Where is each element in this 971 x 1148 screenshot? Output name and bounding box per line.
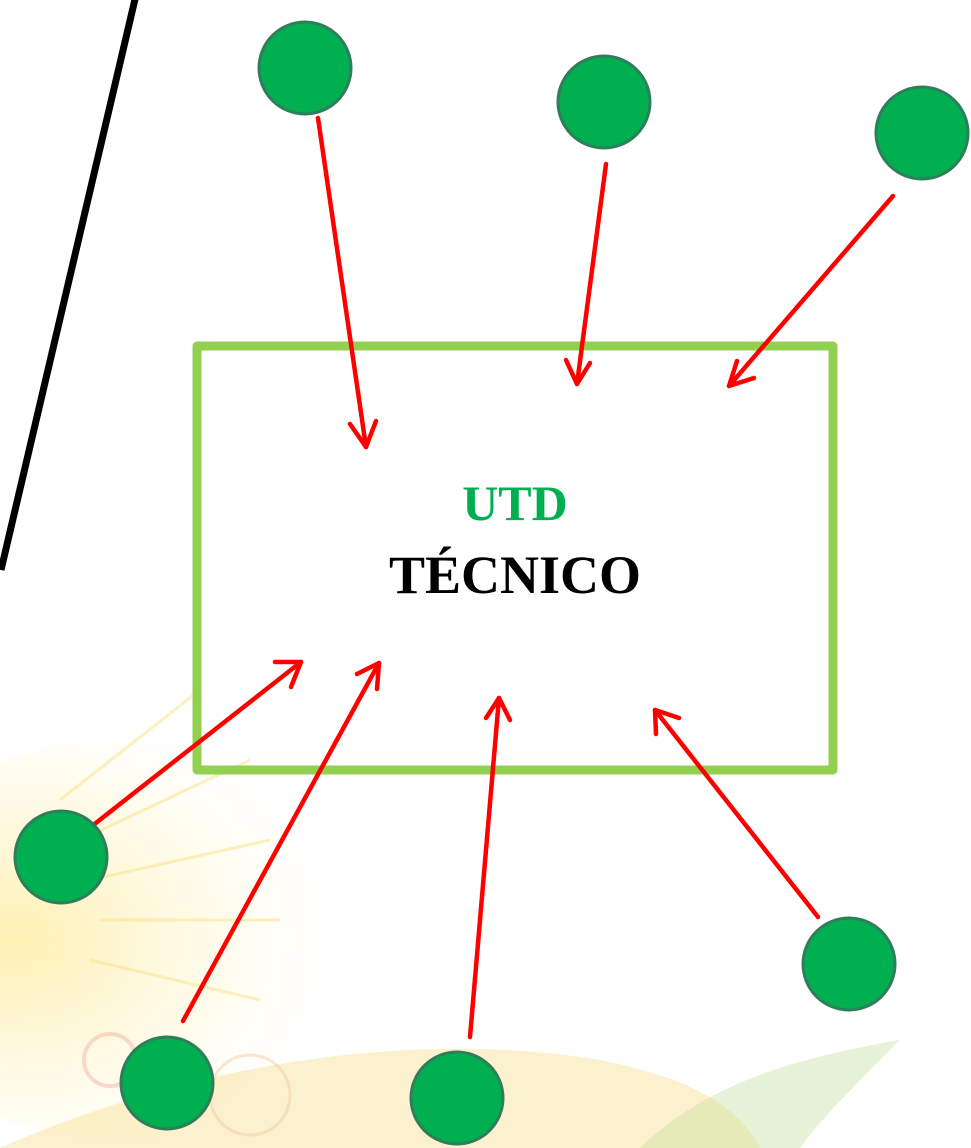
center-box bbox=[192, 341, 838, 775]
arrow-bottom-right bbox=[652, 707, 821, 920]
arrow-bottom-left-center bbox=[180, 660, 382, 1024]
arrow-top-right bbox=[726, 193, 896, 389]
arrow-bottom-center bbox=[467, 695, 513, 1040]
node-top-left bbox=[257, 20, 353, 116]
diagonal-divider-line bbox=[0, 0, 139, 571]
node-top-right bbox=[874, 85, 970, 181]
arrow-bottom-left bbox=[89, 659, 304, 829]
arrow-top-left bbox=[315, 115, 379, 450]
node-top-middle bbox=[556, 54, 652, 150]
sun-rays-shape bbox=[59, 688, 280, 1002]
arrow-top-middle bbox=[563, 161, 609, 387]
nodes-group bbox=[13, 20, 970, 1146]
node-bottom-center bbox=[409, 1050, 505, 1146]
node-right bbox=[801, 916, 897, 1012]
leaf-swoosh-green-shape bbox=[640, 1040, 900, 1148]
node-left bbox=[13, 809, 109, 905]
node-bottom-left bbox=[119, 1035, 215, 1131]
arrows-group bbox=[89, 115, 896, 1040]
